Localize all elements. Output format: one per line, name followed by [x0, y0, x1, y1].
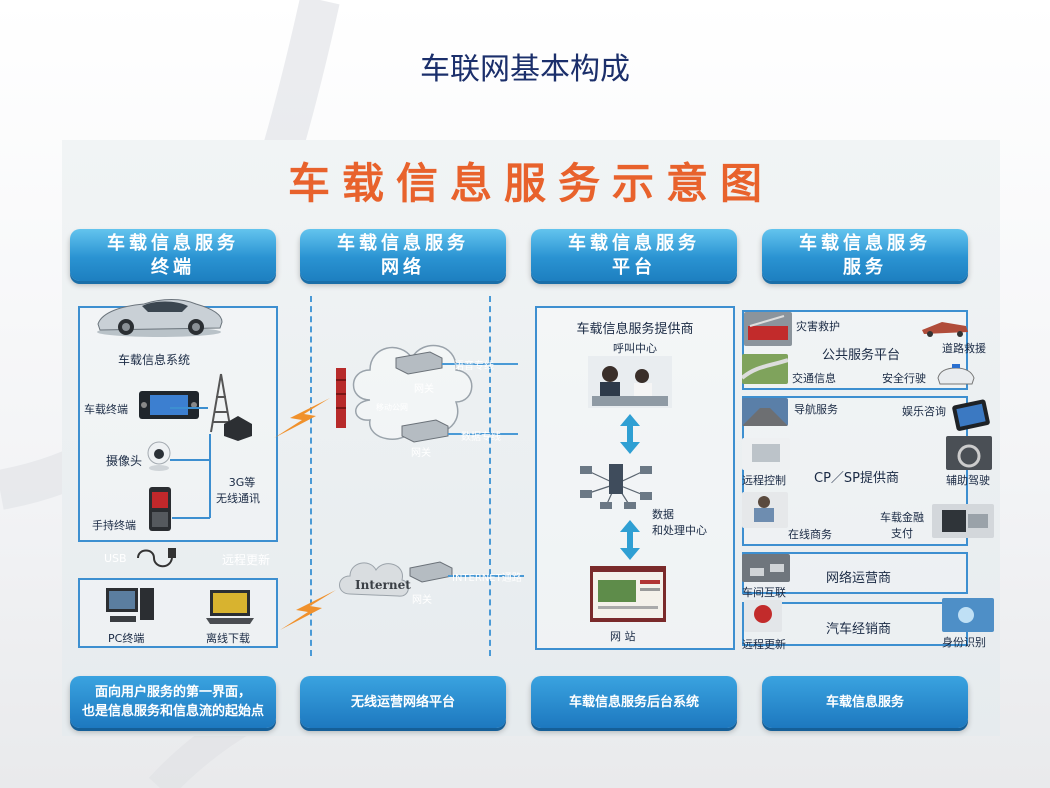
navigation-icon: [742, 398, 788, 426]
handheld-phone-icon: [149, 487, 171, 531]
network-dash-right: [489, 296, 491, 656]
footer-network: 无线运营网络平台: [300, 676, 506, 728]
assisted-driving-icon: [946, 436, 992, 470]
cpsp-title: CP／SP提供商: [814, 471, 900, 486]
internet-line-label: INTERNET通路: [452, 573, 522, 584]
usb-cable-icon: [137, 548, 176, 568]
lightning-icon: [280, 590, 336, 630]
firewall-icon: [336, 368, 346, 428]
navigation-label: 导航服务: [794, 403, 838, 416]
website-icon: [590, 566, 666, 622]
remote-control-icon: [742, 438, 790, 470]
diagram-title: 车载信息服务示意图: [287, 159, 774, 208]
laptop-icon: [206, 590, 254, 624]
identity-icon: [942, 598, 994, 632]
safe-driving-label: 安全行驶: [882, 372, 926, 385]
tablet-icon: [952, 399, 990, 431]
call-center-icon: [588, 356, 672, 408]
entertainment-label: 娱乐咨询: [902, 405, 946, 418]
camera-label: 摄像头: [106, 454, 143, 468]
camera-icon: [147, 441, 171, 471]
traffic-info-label: 交通信息: [792, 372, 836, 385]
fire-truck-icon: [744, 312, 792, 346]
assisted-driving-label: 辅助驾驶: [946, 474, 990, 487]
bidirectional-arrow-icon: [620, 414, 640, 454]
dealer-remote-update-label: 远程更新: [742, 638, 786, 651]
bidirectional-arrow-icon: [620, 520, 640, 560]
road-rescue-label: 道路救援: [942, 342, 986, 355]
gateway-icon: [401, 419, 449, 443]
online-commerce-icon: [742, 492, 788, 528]
column-header-platform: 车载信息服务 平台: [531, 229, 737, 281]
gateway-label: 网关: [414, 384, 434, 395]
connector-lines: [170, 407, 211, 519]
public-service-title: 公共服务平台: [822, 348, 901, 363]
website-label: 网 站: [610, 630, 636, 643]
gateway-icon: [395, 351, 443, 375]
in-vehicle-system-label: 车载信息系统: [118, 353, 191, 367]
car-terminal-label: 车载终端: [84, 403, 128, 416]
slide-title: 车联网基本构成: [420, 52, 630, 87]
internet-link: [448, 575, 524, 577]
gateway-label: 网关: [411, 448, 431, 459]
voice-line-label: 语音专线: [454, 361, 494, 372]
offline-download-label: 离线下载: [206, 632, 250, 645]
column-header-line2: 平台: [612, 257, 656, 278]
network-links: [442, 363, 518, 435]
column-header-line1: 车载信息服务: [568, 233, 700, 254]
lightning-icon: [274, 398, 330, 438]
column-header-line1: 车载信息服务: [107, 233, 239, 254]
remote-update-label: 远程更新: [222, 553, 271, 567]
footer-service: 车载信息服务: [762, 676, 968, 728]
mobile-network-label: 移动公网: [376, 403, 408, 412]
provider-label: 车载信息服务提供商: [576, 322, 694, 337]
internet-label: Internet: [355, 578, 411, 592]
v2v-label: 车间互联: [742, 586, 786, 599]
column-header-line2: 网络: [381, 257, 425, 278]
payment-terminal-icon: [932, 504, 994, 538]
pc-icon: [106, 588, 154, 622]
data-center-icon: [580, 464, 652, 509]
vehicle-finance-label: 车载金融 支付: [880, 511, 924, 540]
v2v-icon: [742, 554, 790, 582]
footer-platform: 车载信息服务后台系统: [531, 676, 737, 728]
car-icon: [97, 299, 223, 337]
remote-update-icon: [744, 600, 782, 632]
column-header-service: 车载信息服务 服务: [762, 229, 968, 281]
column-header-network: 车载信息服务 网络: [300, 229, 506, 281]
dealer-title: 汽车经销商: [826, 622, 892, 637]
data-line-label: 数据专线: [461, 432, 501, 443]
police-car-icon: [937, 364, 975, 385]
column-header-line1: 车载信息服务: [337, 233, 469, 254]
handheld-label: 手持终端: [92, 519, 136, 532]
car-terminal-icon: [139, 391, 199, 419]
footer-terminal: 面向用户服务的第一界面， 也是信息服务和信息流的起始点: [70, 676, 276, 728]
usb-label: USB: [104, 552, 127, 565]
identity-label: 身份识别: [942, 636, 986, 649]
network-dash-left: [310, 296, 312, 656]
column-header-line1: 车载信息服务: [799, 233, 931, 254]
internet-cloud-icon: [339, 562, 409, 597]
tower-icon: [210, 373, 232, 433]
call-center-label: 呼叫中心: [613, 342, 657, 355]
device-box-icon: [224, 416, 252, 441]
mobile-network-cloud: [352, 344, 473, 440]
tow-truck-icon: [922, 322, 968, 337]
network-operator-title: 网络运营商: [826, 571, 892, 586]
remote-control-label: 远程控制: [742, 474, 786, 487]
column-header-line2: 终端: [151, 257, 195, 278]
pc-terminal-label: PC终端: [108, 632, 145, 645]
traffic-info-icon: [742, 354, 788, 384]
data-center-label: 数据 和处理中心: [652, 508, 707, 537]
online-commerce-label: 在线商务: [788, 528, 832, 541]
gateway-label: 网关: [412, 595, 432, 606]
column-header-line2: 服务: [843, 257, 887, 278]
wireless-label: 3G等 无线通讯: [216, 476, 260, 505]
disaster-rescue-label: 灾害救护: [796, 320, 840, 333]
column-header-terminal: 车载信息服务 终端: [70, 229, 276, 281]
